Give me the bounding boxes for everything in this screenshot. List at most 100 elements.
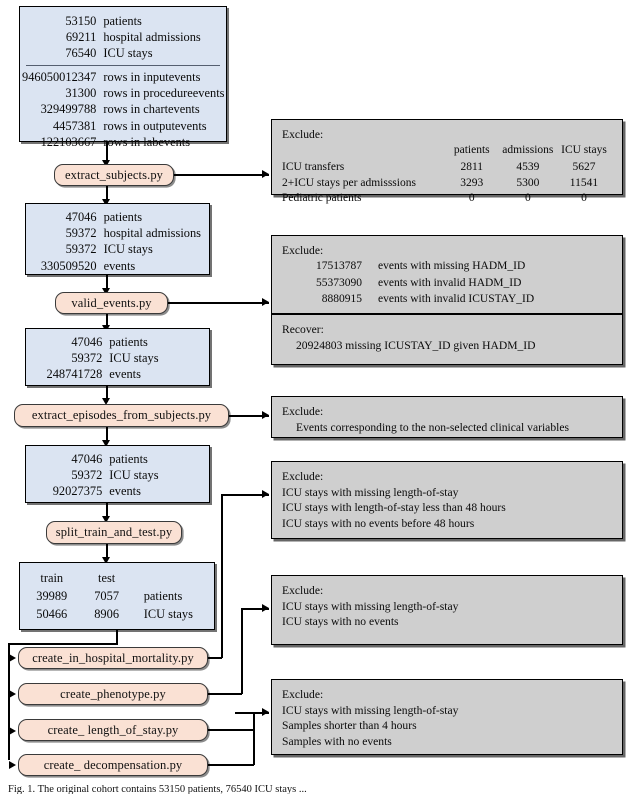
connector-los-decomp-to-note6 bbox=[235, 712, 269, 714]
table-row: 946050012347 rows in inputevents bbox=[22, 69, 224, 85]
script-create-length-of-stay[interactable]: create_ length_of_stay.py bbox=[18, 719, 208, 741]
arrow-head-down bbox=[102, 160, 110, 167]
connector-phenotype-to-note5-h1 bbox=[208, 693, 242, 695]
connector-stage3-to-extract-episodes bbox=[106, 386, 108, 402]
note-line: ICU stays with length-of-stay less than … bbox=[282, 501, 506, 515]
connector-mortality-to-note4-h2 bbox=[221, 494, 269, 496]
connector-los-to-note6-h bbox=[208, 729, 254, 731]
divider-cell bbox=[22, 62, 224, 69]
table-row: 8880915 events with invalid ICUSTAY_ID bbox=[282, 291, 534, 307]
arrow-head-down bbox=[102, 398, 110, 405]
stat-label: events bbox=[103, 258, 136, 273]
table-row: 47046 patients bbox=[28, 451, 201, 467]
note-exclude-section: Exclude: 17513787 events with missing HA… bbox=[272, 236, 622, 316]
arrow-head-down bbox=[102, 516, 110, 523]
note-title: Exclude: bbox=[282, 584, 324, 597]
table-header-row: train test bbox=[22, 569, 208, 587]
connector-source-to-extract-subjects bbox=[106, 142, 108, 162]
connector-valid-events-to-note2 bbox=[168, 302, 269, 304]
script-split-train-and-test[interactable]: split_train_and_test.py bbox=[46, 521, 182, 544]
script-extract-subjects[interactable]: extract_subjects.py bbox=[54, 164, 174, 186]
cell-value: 2811 bbox=[460, 160, 484, 173]
connector-extract-subjects-down bbox=[106, 186, 108, 202]
note-title: Exclude: bbox=[282, 405, 324, 418]
note-title: Exclude: bbox=[282, 688, 324, 701]
train-value: 50466 bbox=[36, 607, 68, 622]
note-divider bbox=[272, 313, 622, 315]
table-header-row: patients admissions ICU stays bbox=[282, 143, 612, 159]
stat-value: 4457381 bbox=[52, 118, 97, 133]
column-header-icu-stays: ICU stays bbox=[561, 144, 607, 157]
stat-label: rows in procedureevents bbox=[103, 86, 225, 100]
table-row: 248741728 events bbox=[28, 367, 201, 383]
note-exclude-nonselected-vars: Exclude: Events corresponding to the non… bbox=[271, 396, 623, 438]
cell-value: 11541 bbox=[569, 176, 599, 189]
note-exclude-4-hours: Exclude: ICU stays with missing length-o… bbox=[271, 679, 623, 755]
script-create-decompensation[interactable]: create_ decompensation.py bbox=[18, 754, 208, 776]
stage4-stats-table: 47046 patients 59372 ICU stays 92027375 … bbox=[28, 451, 201, 500]
arrow-head-right bbox=[262, 604, 269, 612]
note-line: Events corresponding to the non-selected… bbox=[296, 420, 570, 434]
exclude-events-table: 17513787 events with missing HADM_ID 553… bbox=[282, 259, 534, 308]
note-line: ICU stays with missing length-of-stay bbox=[282, 599, 459, 613]
row-label: 2+ICU stays per admisssions bbox=[282, 176, 416, 189]
connector-stage4-to-split bbox=[106, 503, 108, 519]
connector-split-fanout-horizontal bbox=[8, 643, 118, 645]
script-valid-events[interactable]: valid_events.py bbox=[55, 292, 168, 314]
arrow-head-right bbox=[9, 690, 16, 698]
stat-value: 47046 bbox=[65, 209, 97, 224]
stat-label: rows in inputevents bbox=[103, 69, 201, 84]
stat-label: rows in chartevents bbox=[103, 102, 200, 117]
script-create-in-hospital-mortality[interactable]: create_in_hospital_mortality.py bbox=[18, 647, 208, 669]
stage2-stats-table: 47046 patients 59372 hospital admissions… bbox=[28, 209, 201, 275]
exclude-counts-table: patients admissions ICU stays ICU transf… bbox=[282, 143, 612, 207]
event-count: 8880915 bbox=[321, 292, 362, 305]
table-row: 4457381 rows in outputevents bbox=[22, 118, 224, 134]
table-row: 329499788 rows in chartevents bbox=[22, 102, 224, 118]
arrow-head-right bbox=[262, 298, 269, 306]
stat-value: 122103667 bbox=[40, 135, 97, 150]
stat-label: patients bbox=[103, 13, 142, 28]
note-events-validity: Exclude: 17513787 events with missing HA… bbox=[271, 235, 623, 365]
cell-value: 0 bbox=[468, 192, 475, 205]
note-line: Samples shorter than 4 hours bbox=[282, 719, 417, 733]
stat-label: events bbox=[109, 367, 141, 382]
stat-value: 946050012347 bbox=[22, 69, 97, 84]
note-exclude-48-hours: Exclude: ICU stays with missing length-o… bbox=[271, 461, 623, 539]
script-extract-episodes[interactable]: extract_episodes_from_subjects.py bbox=[14, 404, 229, 427]
stage4-data-box: 47046 patients 59372 ICU stays 92027375 … bbox=[25, 445, 210, 503]
divider bbox=[26, 64, 221, 66]
table-row: 31300 rows in procedureevents bbox=[22, 86, 224, 102]
cell-value: 5627 bbox=[572, 160, 596, 173]
table-row: 330509520 events bbox=[28, 258, 201, 274]
stat-label: events bbox=[109, 484, 141, 499]
note-line: ICU stays with missing length-of-stay bbox=[282, 703, 459, 717]
arrow-head-right bbox=[262, 490, 269, 498]
table-row: 55373090 events with invalid HADM_ID bbox=[282, 275, 534, 291]
note-line: ICU stays with no events bbox=[282, 615, 399, 629]
stat-label: hospital admissions bbox=[103, 225, 201, 240]
stage3-stats-table: 47046 patients 59372 ICU stays 248741728… bbox=[28, 334, 201, 383]
test-value: 8906 bbox=[94, 607, 120, 622]
stat-value: 330509520 bbox=[40, 258, 97, 273]
arrow-head-right bbox=[262, 170, 269, 178]
note-recover-section: Recover: 20924803 missing ICUSTAY_ID giv… bbox=[272, 316, 622, 359]
table-row: 59372 hospital admissions bbox=[28, 225, 201, 241]
stat-value: 59372 bbox=[71, 467, 103, 482]
connector-los-decomp-join-v bbox=[253, 712, 255, 765]
cell-value: 0 bbox=[581, 192, 587, 205]
column-header-test: test bbox=[98, 571, 116, 585]
event-label: events with missing HADM_ID bbox=[378, 260, 526, 273]
connector-decomp-to-note6-h bbox=[208, 764, 254, 766]
arrow-head-down bbox=[102, 440, 110, 447]
stat-value: 59372 bbox=[71, 350, 103, 365]
table-row: ICU transfers 2811 4539 5627 bbox=[282, 159, 612, 175]
stat-label: patients bbox=[109, 451, 148, 466]
stat-value: 47046 bbox=[71, 451, 103, 466]
stage3-data-box: 47046 patients 59372 ICU stays 248741728… bbox=[25, 328, 210, 386]
arrow-head-right bbox=[9, 761, 16, 769]
connector-valid-events-down bbox=[106, 314, 108, 328]
stat-label: rows in labevents bbox=[103, 135, 191, 150]
script-create-phenotype[interactable]: create_phenotype.py bbox=[18, 683, 208, 705]
